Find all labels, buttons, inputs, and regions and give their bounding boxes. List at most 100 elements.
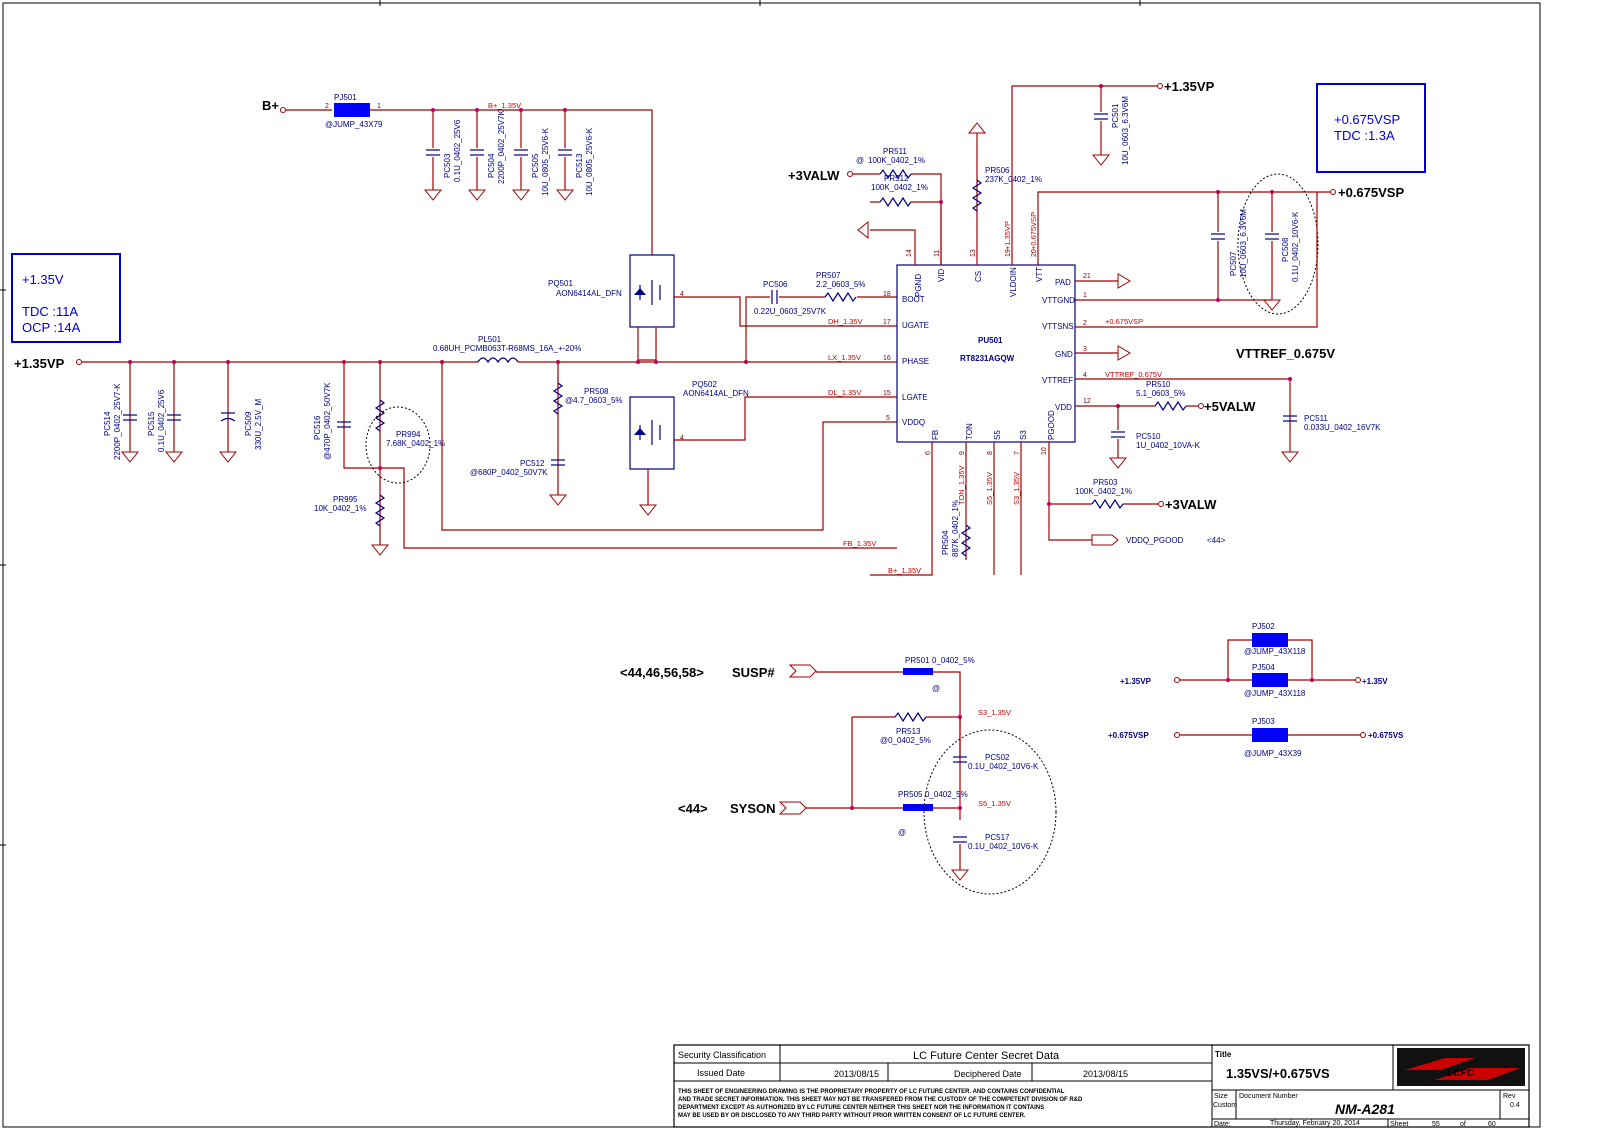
svg-text:60: 60 xyxy=(1488,1121,1496,1128)
svg-text:B+_1.35V: B+_1.35V xyxy=(888,566,921,575)
boot-network: PC506 0.22U_0603_25V7K PR507 2.2_0603_5% xyxy=(745,271,897,362)
svg-text:VDDQ_PGOOD: VDDQ_PGOOD xyxy=(1126,536,1184,545)
svg-text:TON: TON xyxy=(965,423,974,440)
svg-text:PC504: PC504 xyxy=(487,153,496,178)
svg-text:16: 16 xyxy=(883,355,891,362)
svg-text:0.1U_0402_10V6-K: 0.1U_0402_10V6-K xyxy=(968,762,1039,771)
feedback-network: PC516 @470P_0402_50V7K PR994 7.68K_0402_… xyxy=(313,362,897,556)
svg-text:DEPARTMENT EXCEPT AS AUTHORIZE: DEPARTMENT EXCEPT AS AUTHORIZED BY LC FU… xyxy=(678,1105,1044,1111)
svg-text:@: @ xyxy=(856,156,864,165)
svg-text:2200P_0402_25V7K: 2200P_0402_25V7K xyxy=(497,109,506,184)
svg-text:S3_1.35V: S3_1.35V xyxy=(978,708,1011,717)
svg-text:PU501: PU501 xyxy=(978,336,1003,345)
svg-text:DL_1.35V: DL_1.35V xyxy=(828,388,861,397)
svg-text:PHASE: PHASE xyxy=(902,357,929,366)
output-cap-bank: PC514 2200P_0402_25V7-K PC515 0.1U_0402_… xyxy=(103,362,263,463)
jumper-block: +1.35VP +1.35V PJ502 @JUMP_43X118 PJ504 … xyxy=(1108,622,1404,758)
snubber: PR508 @4.7_0603_5% PC512 @680P_0402_50V7… xyxy=(470,362,623,506)
svg-text:FB: FB xyxy=(931,430,940,440)
svg-text:SYSON: SYSON xyxy=(730,801,776,816)
svg-text:10U_0603_6.3V6M: 10U_0603_6.3V6M xyxy=(1239,209,1248,278)
svg-text:GND: GND xyxy=(1055,350,1073,359)
svg-text:+1.35VP: +1.35VP xyxy=(1003,221,1012,250)
svg-text:Rev: Rev xyxy=(1503,1093,1516,1100)
svg-text:PL501: PL501 xyxy=(478,335,502,344)
svg-text:S3: S3 xyxy=(1019,430,1028,440)
svg-text:PC514: PC514 xyxy=(103,411,112,436)
svg-text:Document Number: Document Number xyxy=(1239,1093,1298,1100)
net-3valw-bottom: +3VALW xyxy=(1165,497,1217,512)
svg-text:19: 19 xyxy=(1005,249,1012,257)
svg-text:@JUMP_43X79: @JUMP_43X79 xyxy=(325,120,383,129)
vtt-output: +0.675VSP PC507 10U_0603_6.3V6M PC508 0.… xyxy=(1075,173,1404,328)
svg-text:10U_0805_25V6-K: 10U_0805_25V6-K xyxy=(541,127,550,196)
svg-text:@470P_0402_50V7K: @470P_0402_50V7K xyxy=(323,382,332,460)
svg-text:100K_0402_1%: 100K_0402_1% xyxy=(1075,487,1132,496)
svg-text:330U_2.5V_M: 330U_2.5V_M xyxy=(254,399,263,450)
svg-text:PAD: PAD xyxy=(1055,278,1071,287)
svg-text:10K_0402_1%: 10K_0402_1% xyxy=(314,504,367,513)
svg-text:6: 6 xyxy=(925,451,932,455)
svg-text:1.35VS/+0.675VS: 1.35VS/+0.675VS xyxy=(1226,1066,1330,1081)
svg-text:TDC :11A: TDC :11A xyxy=(22,304,78,319)
svg-text:PC503: PC503 xyxy=(443,153,452,178)
svg-text:5.1_0603_5%: 5.1_0603_5% xyxy=(1136,389,1185,398)
svg-text:@JUMP_43X118: @JUMP_43X118 xyxy=(1244,647,1306,656)
svg-text:+0.675VSP: +0.675VSP xyxy=(1108,731,1149,740)
svg-text:0.22U_0603_25V7K: 0.22U_0603_25V7K xyxy=(754,307,827,316)
svg-text:PQ501: PQ501 xyxy=(548,279,573,288)
svg-text:14: 14 xyxy=(906,249,913,257)
cs-resistor-pr506: PR506 237K_0402_1% xyxy=(971,166,1042,212)
svg-text:PR501: PR501 xyxy=(905,656,930,665)
svg-text:PC513: PC513 xyxy=(575,153,584,178)
svg-text:2.2_0603_5%: 2.2_0603_5% xyxy=(816,280,865,289)
svg-text:1: 1 xyxy=(377,103,381,110)
svg-text:9: 9 xyxy=(959,451,966,455)
svg-text:PC515: PC515 xyxy=(147,411,156,436)
svg-text:0_0402_5%: 0_0402_5% xyxy=(925,790,968,799)
svg-text:PR510: PR510 xyxy=(1146,380,1171,389)
svg-text:11: 11 xyxy=(934,250,941,257)
svg-text:THIS SHEET OF ENGINEERING DRAW: THIS SHEET OF ENGINEERING DRAWING IS THE… xyxy=(678,1089,1065,1095)
svg-text:PC517: PC517 xyxy=(985,833,1010,842)
net-3valw-top: +3VALW xyxy=(788,168,840,183)
svg-text:4: 4 xyxy=(680,291,684,298)
svg-text:7.68K_0402_1%: 7.68K_0402_1% xyxy=(386,439,445,448)
syson-network: <44> SYSON S5_1.35V PR505 0_0402_5% @ PC… xyxy=(678,717,1057,895)
svg-text:100K_0402_1%: 100K_0402_1% xyxy=(871,183,928,192)
svg-text:MAY BE USED BY OR DISCLOSED TO: MAY BE USED BY OR DISCLOSED TO ANY THIRD… xyxy=(678,1113,1026,1119)
ic-pu501: PU501 RT8231AGQW BOOT UGATE PHASE LGATE … xyxy=(883,249,1091,455)
svg-text:CS: CS xyxy=(974,271,983,282)
svg-text:Thursday, February 20, 2014: Thursday, February 20, 2014 xyxy=(1270,1120,1360,1127)
svg-text:PC511: PC511 xyxy=(1304,414,1328,423)
svg-text:PR994: PR994 xyxy=(396,430,421,439)
pgood-network: VDDQ_PGOOD <44> +3VALW PR503 100K_0402_1… xyxy=(1047,442,1226,546)
svg-text:@JUMP_43X39: @JUMP_43X39 xyxy=(1244,749,1302,758)
vdd-filter: +5VALW PR510 5.1_0603_5% PC510 1U_0402_1… xyxy=(1075,380,1256,469)
svg-text:VTTREF_0.675V: VTTREF_0.675V xyxy=(1105,370,1162,379)
svg-text:0.1U_0402_25V6: 0.1U_0402_25V6 xyxy=(157,389,166,452)
svg-text:@0_0402_5%: @0_0402_5% xyxy=(880,736,931,745)
svg-text:NM-A281: NM-A281 xyxy=(1335,1101,1395,1117)
mosfet-pq502: PQ502 AON6414AL_DFN 4 xyxy=(629,380,749,470)
svg-text:2013/08/15: 2013/08/15 xyxy=(834,1069,879,1079)
svg-text:Title: Title xyxy=(1215,1050,1232,1059)
svg-text:18: 18 xyxy=(883,291,891,298)
svg-text:15: 15 xyxy=(883,390,891,397)
svg-text:0.033U_0402_16V7K: 0.033U_0402_16V7K xyxy=(1304,423,1381,432)
svg-text:PC506: PC506 xyxy=(763,280,788,289)
mosfet-pq501: PQ501 AON6414AL_DFN 4 xyxy=(548,254,684,328)
info-box-0v675: +0.675VSP TDC :1.3A xyxy=(1316,83,1426,173)
svg-text:VDD: VDD xyxy=(1055,403,1072,412)
svg-text:LX_1.35V: LX_1.35V xyxy=(828,353,861,362)
svg-text:B+_1.35V: B+_1.35V xyxy=(488,101,521,110)
svg-text:+1.35V: +1.35V xyxy=(22,272,64,287)
svg-text:+0.675VSP: +0.675VSP xyxy=(1334,112,1400,127)
svg-text:S3_1.35V: S3_1.35V xyxy=(1012,472,1021,505)
svg-text:@4.7_0603_5%: @4.7_0603_5% xyxy=(565,396,623,405)
svg-text:Security Classification: Security Classification xyxy=(678,1050,766,1060)
svg-text:5: 5 xyxy=(886,415,890,422)
svg-text:2: 2 xyxy=(325,103,329,110)
svg-text:+0.675VSP: +0.675VSP xyxy=(1105,317,1143,326)
